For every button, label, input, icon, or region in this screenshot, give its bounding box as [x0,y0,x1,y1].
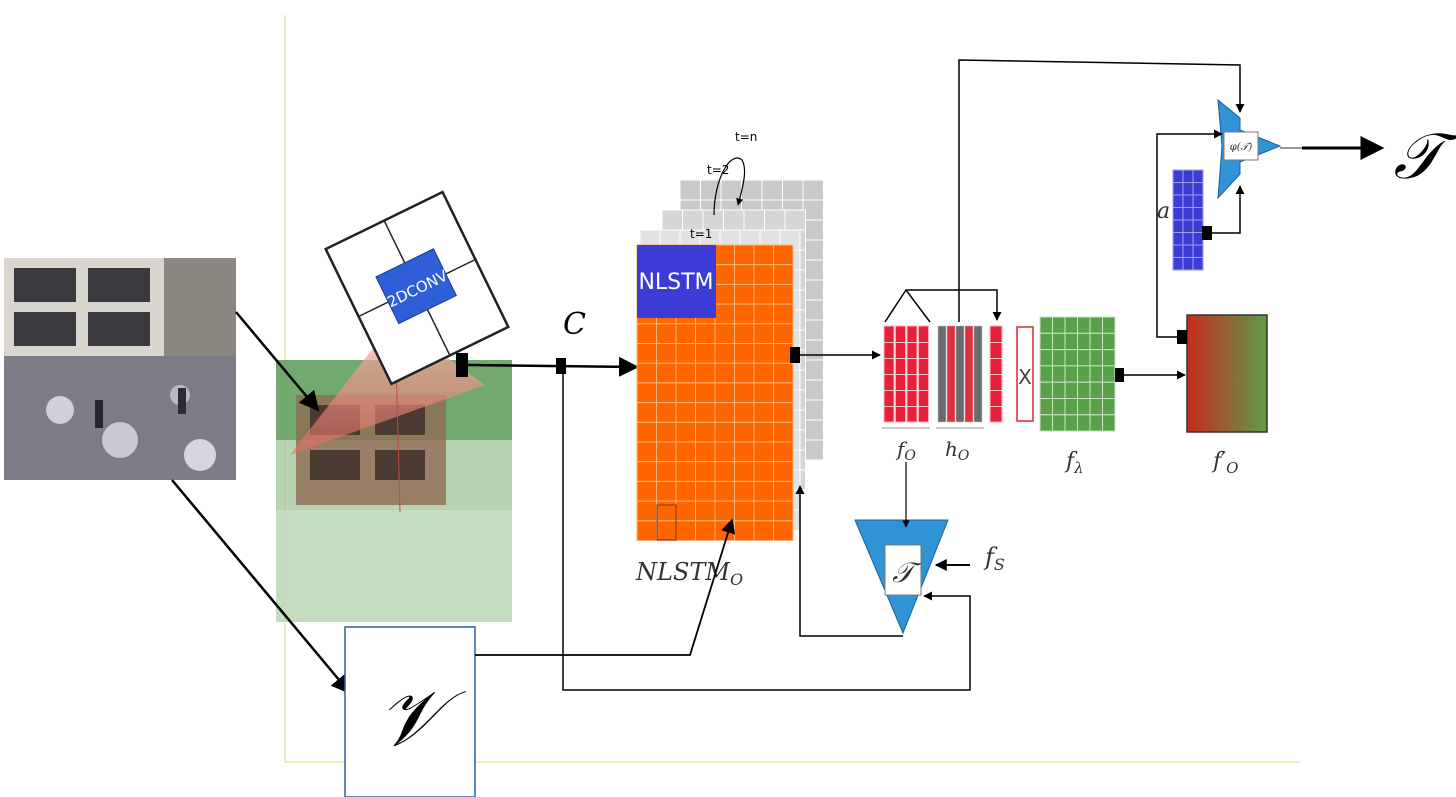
time-label-tn: t=n [735,130,757,144]
conv-output-node [456,353,468,377]
feature-flambda-label: fλ [1064,449,1084,477]
attention-label: a [1157,199,1170,224]
time-loop-arrow [713,157,746,216]
arrow-attention-to-gate [1212,185,1245,234]
feature-ho [937,325,983,423]
feature-fs-label: fS [983,543,1005,574]
feature-branch-arrow [906,289,1002,321]
video-block [344,626,476,797]
arrow-image-to-map [235,311,320,412]
output-gate-label: φ(𝒯) [1230,142,1253,153]
nlstm-grid [636,244,794,541]
nlstm-cell-block [637,245,716,318]
context-label: C [563,307,586,342]
time-label-t2: t=2 [707,163,729,177]
feature-fo [883,325,929,423]
feature-fprime-block [1186,314,1268,433]
fprime-output-node [1177,330,1187,344]
feature-fo-label: fO [895,437,916,464]
attention-output-node [1202,226,1212,240]
arrow-fprime-to-gate [1156,129,1223,338]
output-gate [1217,98,1282,200]
feature-single-bar [989,325,1003,423]
feature-flambda-grid [1039,316,1116,432]
nlstm-output-node [790,347,800,363]
nlstm-caption: NLSTMO [635,558,743,589]
flambda-output-node [1115,368,1124,382]
feature-fprime-label: f′O [1211,449,1238,477]
arrow-conv-to-nlstm [467,356,639,377]
arrow-fusion-to-nlstm [795,485,903,637]
nlstm-caption-sub: O [730,570,743,589]
multiply-box [1016,326,1034,422]
arrow-context-to-fusion [562,374,971,691]
nlstm-cell-label: NLSTM [638,270,713,295]
output-symbol: 𝒯 [1393,120,1456,194]
conv-kernel: 2DCONV [324,190,510,386]
multiply-label: X [1018,365,1032,389]
attention-vector [1172,169,1204,271]
arrow-video-to-nlstm [475,518,736,656]
context-node [556,358,566,374]
nlstm-highlight-cell [656,504,677,541]
fusion-block [854,519,949,635]
arrow-image-to-video [171,479,352,695]
arrow-ho-to-gate [958,59,1245,322]
feature-ho-label: hO [945,437,970,464]
input-scene-image [4,258,236,480]
time-label-t1: t=1 [690,227,712,241]
feature-branch-lines [884,288,931,323]
